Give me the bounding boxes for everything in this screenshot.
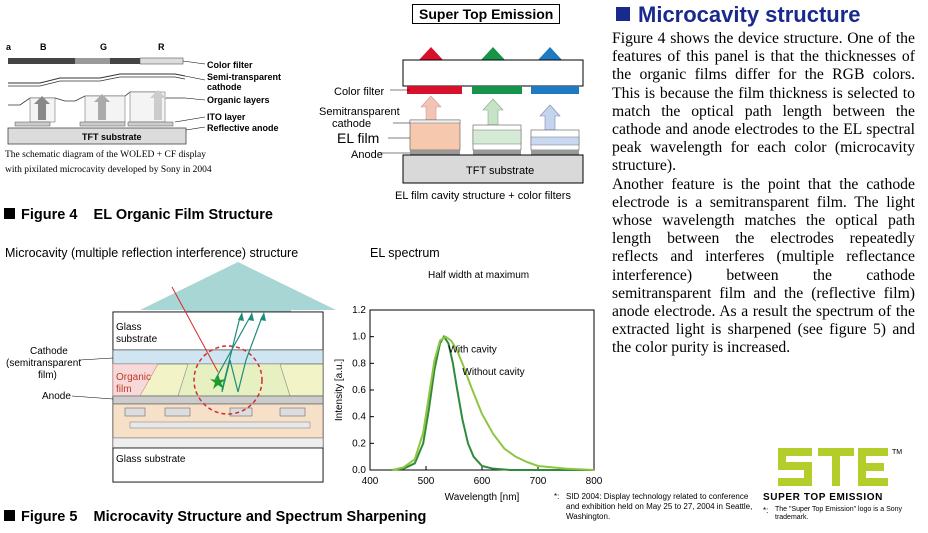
footnote-text: SID 2004: Display technology related to …	[566, 492, 753, 521]
x-tick-label: 400	[362, 476, 379, 487]
article-paragraph-1: Figure 4 shows the device structure. One…	[612, 30, 915, 175]
y-tick-label: 0.0	[352, 465, 366, 476]
ste-label-color-filter: Color filter	[334, 86, 384, 98]
x-tick-label: 600	[474, 476, 491, 487]
y-tick-label: 1.2	[352, 305, 366, 316]
sony-layer-cathode-2: cathode	[207, 82, 242, 92]
sony-arrow-g	[94, 94, 110, 120]
sony-caption-2: with pixilated microcavity developed by …	[5, 165, 212, 175]
ste-label-cathode-2: cathode	[332, 118, 371, 130]
cathode-layer	[112, 349, 324, 365]
y-tick-label: 0.2	[352, 438, 366, 449]
glass-top-label-2: substrate	[116, 334, 158, 345]
y-tick-label: 0.6	[352, 385, 366, 396]
cathode-label-3: film)	[38, 370, 57, 381]
cavity-circle	[193, 345, 263, 415]
sony-layer-color-filter: Color filter	[207, 60, 253, 70]
microcavity-title: Microcavity (multiple reflection interfe…	[5, 246, 299, 260]
figure4-number: Figure 4	[21, 207, 78, 223]
article-paragraph-2: Another feature is the point that the ca…	[612, 175, 915, 357]
chart-subtitle: Half width at maximum	[428, 270, 530, 281]
sony-label-r: R	[158, 42, 165, 52]
ste-logo-svg: TM	[778, 448, 902, 486]
x-tick-label: 500	[418, 476, 435, 487]
figure4-title: EL Organic Film Structure	[93, 207, 273, 223]
sony-schematic: a B G R TFT substrate Color filter S	[0, 38, 320, 188]
ste-diagram-svg: TFT substrate Color filter Semitranspare…	[319, 47, 584, 184]
sony-layer-ito: ITO layer	[207, 112, 246, 122]
heading-bullet	[616, 7, 630, 21]
ste-logo: TM	[764, 440, 924, 498]
ste-label-anode: Anode	[351, 149, 383, 161]
x-axis-label: Wavelength [nm]	[445, 492, 520, 502]
glass-substrate-bottom	[112, 447, 324, 483]
series-line-without-cavity	[392, 335, 595, 471]
sony-layer-organic: Organic layers	[207, 95, 270, 105]
sony-arrow-b	[34, 96, 50, 120]
anode-label: Anode	[42, 391, 71, 402]
heading-text: Microcavity structure	[638, 2, 861, 27]
y-tick-label: 1.0	[352, 332, 366, 343]
x-tick-label: 700	[530, 476, 547, 487]
logo-tm: TM	[892, 449, 902, 456]
figure5-title: Microcavity Structure and Spectrum Sharp…	[93, 509, 427, 525]
y-axis-label: Intensity [a.u.]	[334, 359, 345, 421]
footnote-mark: *:	[554, 492, 560, 501]
glass-bottom-label: Glass substrate	[116, 454, 186, 465]
sony-schematic-svg: a B G R TFT substrate Color filter S	[6, 42, 281, 145]
ste-tft-substrate	[402, 154, 584, 184]
series-line-with-cavity	[392, 334, 594, 471]
ste-label-cathode-1: Semitransparent	[319, 106, 400, 118]
legend-without-cavity: Without cavity	[462, 367, 524, 378]
ste-label-el-film: EL film	[337, 130, 379, 146]
x-tick-label: 800	[586, 476, 603, 487]
emission-burst	[210, 374, 226, 389]
y-tick-label: 0.8	[352, 358, 366, 369]
figure5-bullet	[4, 510, 15, 521]
cathode-label-1: Cathode	[30, 346, 68, 357]
figure5-number: Figure 5	[21, 509, 78, 525]
sony-cathode-line	[8, 73, 186, 84]
sony-label-a: a	[6, 42, 12, 52]
sony-substrate-label: TFT substrate	[82, 132, 142, 142]
legend-with-cavity: With cavity	[448, 345, 496, 356]
microcavity-svg: Glass substrate Organic film Glass subst…	[6, 262, 336, 483]
figure4-caption: Figure 4 EL Organic Film Structure	[4, 207, 273, 223]
glass-substrate-top	[112, 311, 324, 351]
article-body: Figure 4 shows the device structure. One…	[612, 30, 915, 358]
ste-caption: EL film cavity structure + color filters	[395, 190, 571, 202]
organic-label-1: Organic	[116, 372, 151, 383]
ste-color-filter-glass	[402, 59, 584, 87]
article-heading: Microcavity structure	[616, 2, 861, 28]
chart-title: EL spectrum	[370, 246, 440, 260]
sony-layer-cathode-1: Semi-transparent	[207, 72, 281, 82]
sony-arrow-r	[150, 90, 166, 120]
sony-label-g: G	[100, 42, 107, 52]
y-tick-label: 0.4	[352, 412, 366, 423]
el-spectrum-chart: 400 500 600 700 800 0.0 0.2 0.4 0.6 0.8 1.0 1.2Wave…	[334, 305, 603, 502]
microcavity-diagram: Glass substrate Organic film Glass subst…	[0, 262, 345, 497]
sony-label-b: B	[40, 42, 47, 52]
figure4-bullet	[4, 208, 15, 219]
cathode-label-2: (semitransparent	[6, 358, 81, 369]
ste-title: Super Top Emission	[412, 4, 561, 24]
sony-tft-substrate	[7, 127, 187, 145]
glass-top-label-1: Glass	[116, 322, 142, 333]
ste-el-film-red	[409, 119, 461, 151]
ste-diagram: TFT substrate Color filter Semitranspare…	[318, 30, 608, 195]
sony-caption-1: The schematic diagram of the WOLED + CF …	[5, 150, 206, 160]
figure5-caption: Figure 5 Microcavity Structure and Spect…	[4, 509, 426, 525]
organic-label-2: film	[116, 384, 132, 395]
logo-tagline: SUPER TOP EMISSION	[763, 492, 883, 503]
logo-note: The "Super Top Emission" logo is a Sony …	[775, 506, 903, 521]
ste-substrate-label: TFT substrate	[466, 165, 534, 177]
sony-layer-anode: Reflective anode	[207, 123, 279, 133]
plot-area	[369, 309, 595, 471]
logo-note-mark: *:	[763, 506, 769, 515]
